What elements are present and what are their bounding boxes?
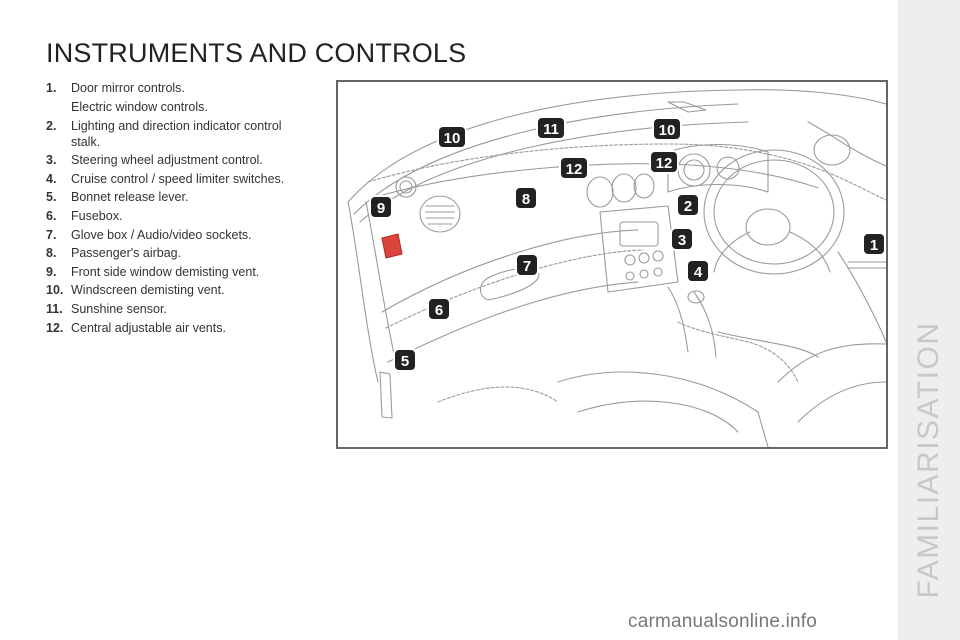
callout-badge-8: 8 [514,186,538,210]
callout-badge-3: 3 [670,227,694,251]
section-tab-strip [898,0,960,640]
item-text: Front side window demisting vent. [71,264,260,279]
svg-text:1: 1 [870,237,878,254]
list-item: 4. Cruise control / speed limiter switch… [46,171,308,187]
item-text: Door mirror controls. [71,81,185,95]
svg-text:12: 12 [566,161,583,178]
item-text: Windscreen demisting vent. [71,283,225,298]
list-item: 3. Steering wheel adjustment control. [46,152,308,168]
callout-badge-1: 1 [862,232,886,256]
callout-badge-10-left: 10 [437,125,467,149]
item-number: 7. [46,227,57,242]
cabin-outline [347,89,886,447]
dashboard-illustration: 10 11 10 12 12 8 9 2 [336,80,888,449]
item-number: 6. [46,208,57,223]
list-item: 6. Fusebox. [46,208,308,224]
callout-badge-10-right: 10 [652,117,682,141]
list-item: 5. Bonnet release lever. [46,189,308,205]
callout-badge-9: 9 [369,195,393,219]
item-number: 8. [46,246,57,261]
item-text: Steering wheel adjustment control. [71,153,263,168]
svg-text:12: 12 [656,155,673,172]
page-title: INSTRUMENTS AND CONTROLS [46,38,467,68]
callout-badge-6: 6 [427,297,451,321]
item-text: Passenger's airbag. [71,246,182,261]
item-text: Cruise control / speed limiter switches. [71,171,285,186]
svg-text:5: 5 [401,353,409,370]
watermark: carmanualsonline.info [628,611,818,632]
svg-text:2: 2 [684,198,692,215]
item-number: 2. [46,118,57,133]
list-item: 2. Lighting and direction indicator cont… [46,118,308,150]
callout-badge-12-right: 12 [649,150,679,174]
svg-text:10: 10 [659,122,676,139]
svg-text:10: 10 [444,130,461,147]
callout-badge-7: 7 [515,253,539,277]
item-number: 4. [46,171,57,186]
callout-badge-5: 5 [393,348,417,372]
item-text: Central adjustable air vents. [71,320,226,335]
item-number: 3. [46,153,57,168]
item-number: 12. [46,320,64,335]
list-item: 11. Sunshine sensor. [46,301,308,317]
list-item: 12. Central adjustable air vents. [46,320,308,336]
item-number: 10. [46,283,64,298]
item-number: 9. [46,264,57,279]
list-item: 1. Door mirror controls. Electric window… [46,80,308,115]
list-item: 7. Glove box / Audio/video sockets. [46,227,308,243]
svg-text:3: 3 [678,232,686,249]
svg-text:8: 8 [522,191,530,208]
item-number: 1. [46,81,57,95]
svg-text:7: 7 [523,258,531,275]
item-text: Lighting and direction indicator control… [71,118,282,149]
list-item: 10. Windscreen demisting vent. [46,282,308,298]
item-number: 11. [46,301,63,316]
item-text: Glove box / Audio/video sockets. [71,227,252,242]
callout-badge-2: 2 [676,193,700,217]
callout-badge-12-left: 12 [559,156,589,180]
section-label: FAMILIARISATION [912,321,945,599]
svg-text:4: 4 [694,264,703,281]
item-subtext: Electric window controls. [71,100,208,114]
controls-list: 1. Door mirror controls. Electric window… [46,80,308,338]
callout-badge-11: 11 [536,116,566,140]
svg-text:11: 11 [543,121,559,138]
item-text: Sunshine sensor. [71,301,167,316]
list-item: 8. Passenger's airbag. [46,245,308,261]
list-item: 9. Front side window demisting vent. [46,264,308,280]
item-text: Fusebox. [71,208,123,223]
callout-badge-4: 4 [686,259,710,283]
svg-text:9: 9 [377,200,385,217]
item-text: Bonnet release lever. [71,190,189,205]
svg-text:6: 6 [435,302,443,319]
item-number: 5. [46,190,57,205]
